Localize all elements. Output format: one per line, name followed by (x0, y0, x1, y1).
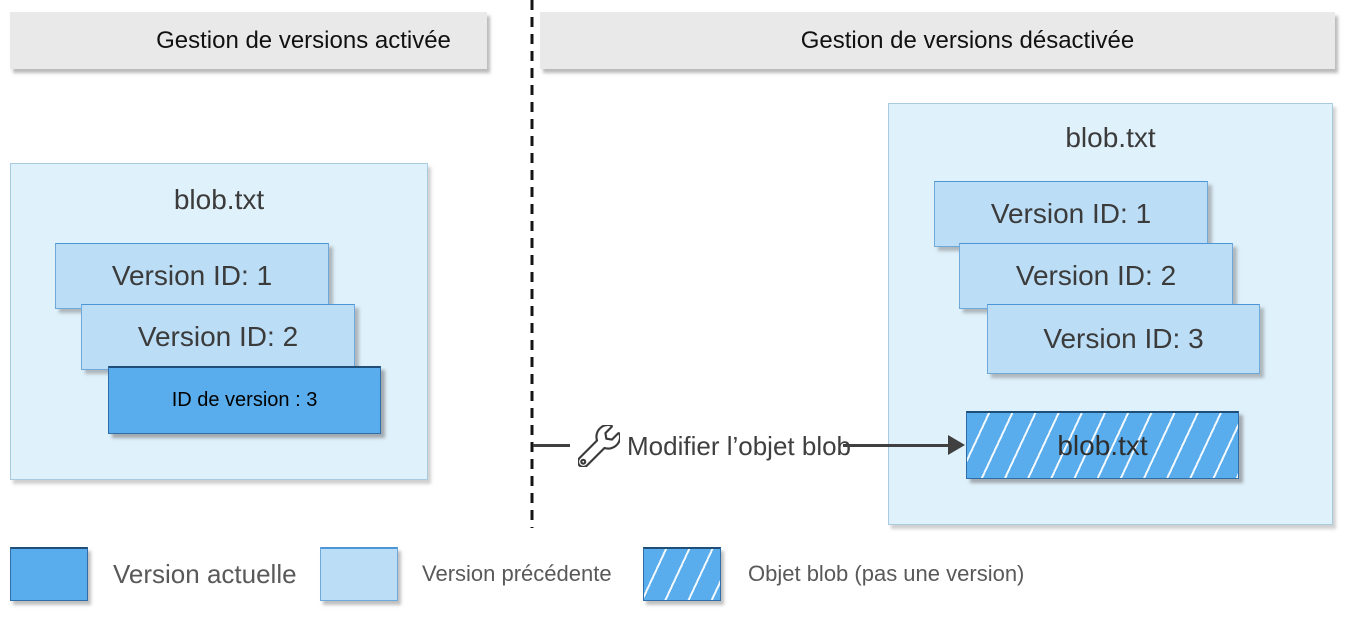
wrench-icon (578, 425, 620, 467)
version-box-2-label: Version ID: 2 (137, 321, 299, 352)
legend-label-blob-not-version: Objet blob (pas une version) (748, 561, 1025, 586)
legend-swatch-previous-version (320, 547, 398, 601)
legend-label-current-version: Version actuelle (113, 558, 297, 589)
legend-label-previous-version: Version précédente (422, 561, 612, 586)
version-box-1-label: Version ID: 1 (111, 260, 273, 291)
blob-hatched-label: blob.txt (1057, 429, 1148, 461)
version-box-3-label: Version ID: 3 (1043, 323, 1204, 354)
header-versioning-enabled-label: Gestion de versions activée (156, 26, 451, 54)
blob-container-disabled: blob.txt Version ID: 1 Version ID: 2 Ver… (888, 103, 1333, 525)
header-versioning-disabled: Gestion de versions désactivée (540, 12, 1335, 69)
legend-swatch-current-version (10, 547, 88, 601)
header-versioning-disabled-label: Gestion de versions désactivée (800, 26, 1135, 54)
header-versioning-enabled: Gestion de versions activée (10, 12, 487, 69)
version-box-2-label: Version ID: 2 (1015, 260, 1177, 291)
legend-swatch-blob-not-version (643, 547, 721, 601)
connector-line-left (533, 444, 570, 447)
version-box-2: Version ID: 2 (959, 243, 1233, 309)
dashed-divider (530, 0, 534, 528)
connector-line-right (843, 444, 951, 447)
version-box-2: Version ID: 2 (81, 304, 355, 370)
arrow-head-icon (948, 435, 965, 455)
version-box-3: Version ID: 3 (987, 304, 1260, 374)
blob-hatched-box: blob.txt (966, 411, 1239, 479)
modify-blob-label: Modifier l’objet blob (627, 431, 852, 461)
current-version-label: ID de version : 3 (171, 389, 318, 411)
version-box-1: Version ID: 1 (55, 243, 329, 309)
blob-title: blob.txt (1065, 122, 1156, 153)
blob-container-enabled: blob.txt Version ID: 1 Version ID: 2 ID … (10, 163, 428, 480)
version-box-1-label: Version ID: 1 (990, 198, 1152, 229)
version-box-1: Version ID: 1 (934, 181, 1208, 247)
blob-title: blob.txt (173, 184, 265, 215)
current-version-box: ID de version : 3 (108, 366, 381, 434)
